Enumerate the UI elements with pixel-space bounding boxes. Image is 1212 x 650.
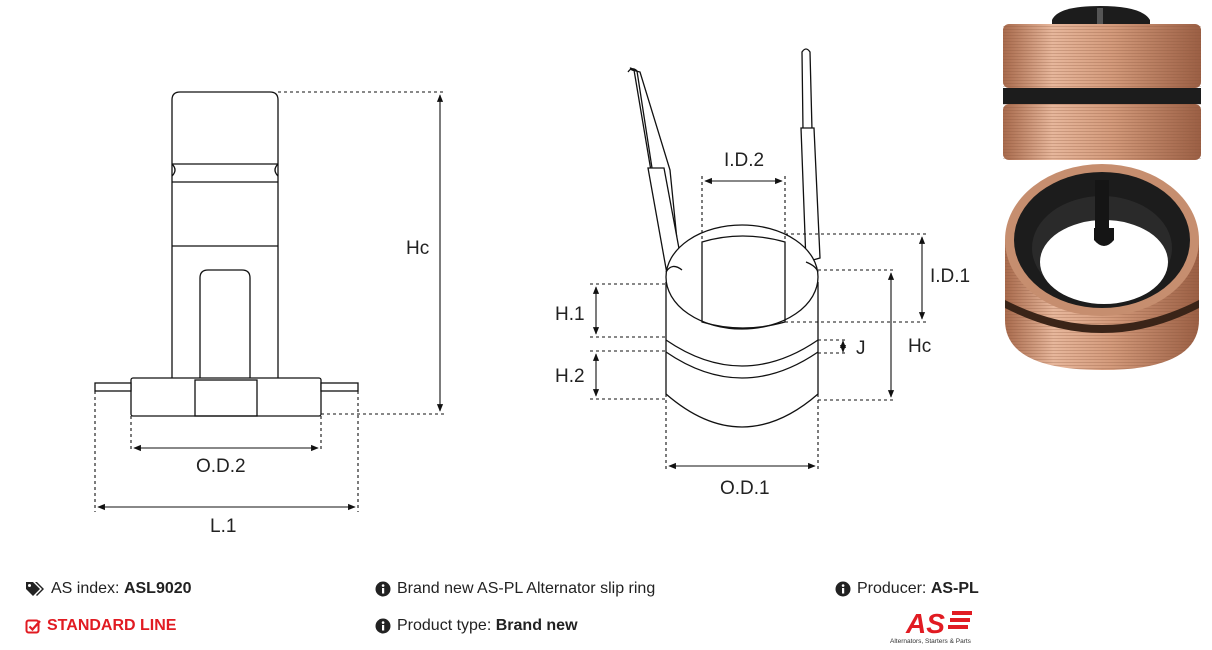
- lead-wire-right: [801, 48, 813, 131]
- as-pl-logo: AS Alternators, Starters & Parts: [886, 605, 986, 645]
- description-text: Brand new AS-PL Alternator slip ring: [397, 580, 656, 597]
- ring-top: [665, 224, 819, 330]
- id2-label: I.D.2: [724, 150, 764, 171]
- product-type-value: Brand new: [495, 617, 578, 634]
- product-type: Product type: Brand new: [375, 617, 578, 635]
- info-circle-icon: [375, 581, 391, 597]
- ring-groove-bottom: [665, 351, 819, 379]
- product-photo-angle: [1005, 164, 1199, 370]
- as-index-label: AS index:: [51, 580, 120, 597]
- check-square-icon: [25, 618, 41, 634]
- h2-label: H.2: [555, 366, 585, 387]
- as-index-value: ASL9020: [123, 580, 192, 597]
- left-base-hub: [194, 379, 258, 417]
- center-hc-label: Hc: [908, 336, 931, 357]
- product-type-label: Product type:: [397, 617, 492, 634]
- left-base: [130, 377, 322, 417]
- product-line: STANDARD LINE: [25, 617, 176, 635]
- product-description: Brand new AS-PL Alternator slip ring: [375, 580, 655, 598]
- lead-wire-right-insulation: [800, 127, 821, 263]
- logo-tagline: Alternators, Starters & Parts: [890, 638, 972, 645]
- info-circle-icon: [835, 581, 851, 597]
- left-tab-right: [320, 382, 359, 392]
- technical-drawing: Hc O.D.2 L.1: [94, 6, 1201, 537]
- producer-value: AS-PL: [930, 580, 979, 597]
- j-label: J: [856, 338, 866, 359]
- center-dimensions: [590, 176, 928, 472]
- product-line-label: STANDARD LINE: [47, 617, 177, 634]
- tags-icon: [25, 581, 45, 597]
- left-tab-left: [94, 382, 132, 392]
- left-slot: [199, 269, 251, 380]
- photo2-bore: [1040, 220, 1168, 304]
- id1-label: I.D.1: [930, 266, 970, 287]
- producer-label: Producer:: [857, 580, 927, 597]
- h1-label: H.1: [555, 304, 585, 325]
- as-index: AS index: ASL9020: [25, 580, 192, 598]
- logo-mark: AS: [905, 608, 945, 639]
- info-circle-icon: [375, 618, 391, 634]
- od1-label: O.D.1: [720, 478, 770, 499]
- left-view: [94, 91, 359, 417]
- l1-label: L.1: [210, 516, 236, 537]
- photo1-insulator-band: [1003, 88, 1201, 104]
- left-dimensions: [94, 91, 445, 512]
- photo2-groove: [1005, 300, 1199, 333]
- od2-label: O.D.2: [196, 456, 246, 477]
- ring-groove-top: [665, 339, 819, 367]
- center-view: [627, 48, 821, 428]
- left-upper-groove: [171, 163, 279, 177]
- left-shaft-outline: [171, 91, 279, 380]
- producer: Producer: AS-PL: [835, 580, 979, 598]
- left-hc-label: Hc: [406, 238, 429, 259]
- product-photo-side: [1003, 6, 1201, 160]
